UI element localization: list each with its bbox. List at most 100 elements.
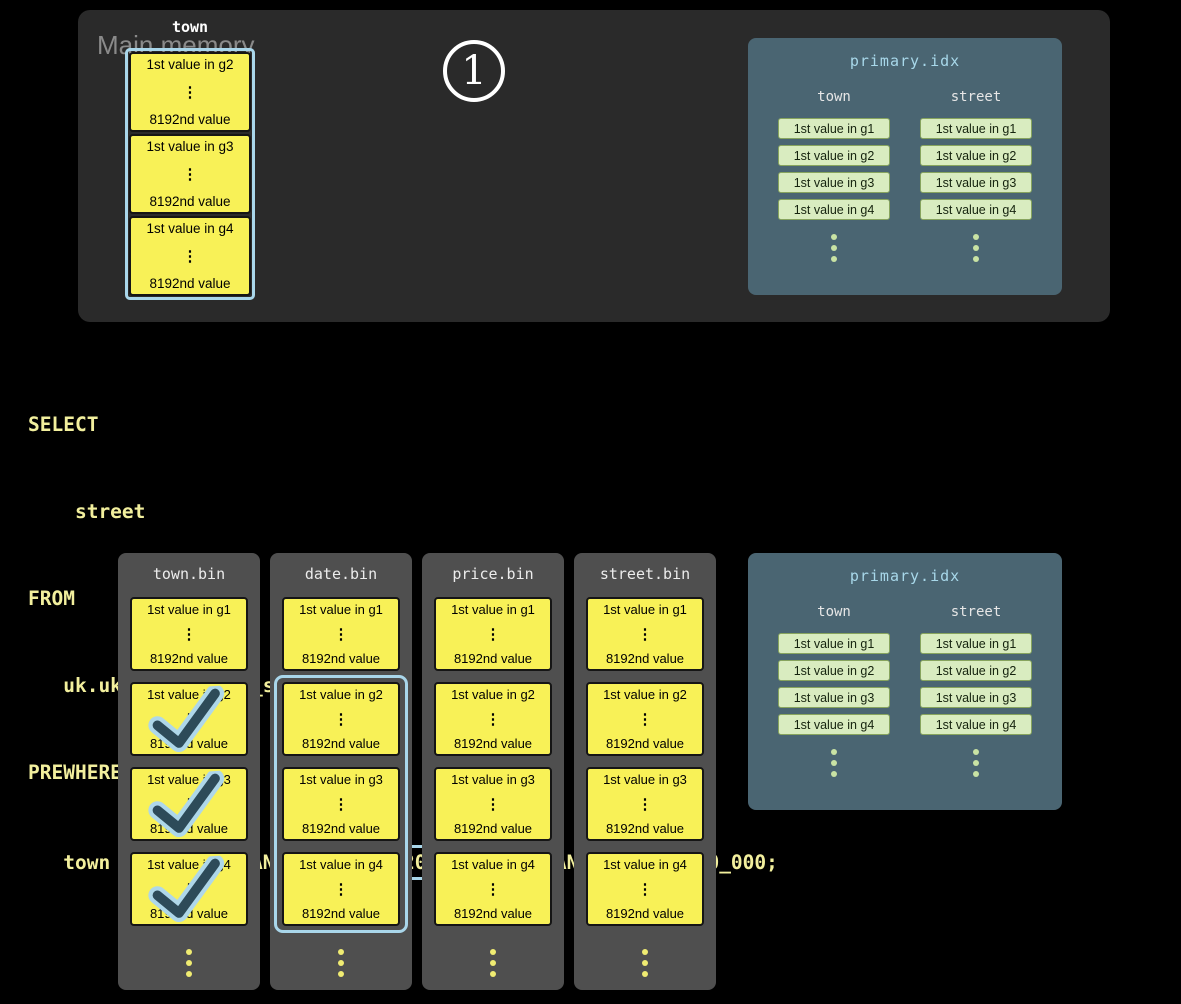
- granule-last-value: 8192nd value: [301, 651, 381, 666]
- index-cell: 1st value in g4: [778, 714, 890, 735]
- bin-street-header: street.bin: [599, 565, 691, 583]
- bin-price-header: price.bin: [452, 565, 534, 583]
- granule-g4: 1st value in g4 ⋮ 8192nd value: [586, 852, 704, 926]
- primary-idx-title: primary.idx: [849, 52, 961, 70]
- granule-first-value: 1st value in g4: [299, 857, 383, 872]
- granule-g3: 1st value in g3 ⋮ 8192nd value: [282, 767, 400, 841]
- index-cell: 1st value in g1: [778, 118, 890, 139]
- granule-last-value: 8192nd value: [453, 736, 533, 751]
- sql-line-select: SELECT: [28, 413, 99, 436]
- bin-date-granules: 1st value in g1 ⋮ 8192nd value 1st value…: [282, 597, 400, 926]
- step-1-badge: 1: [443, 40, 505, 102]
- granule-g3: 1st value in g3 ⋮ 8192nd value: [434, 767, 552, 841]
- granule-first-value: 1st value in g1: [603, 602, 687, 617]
- granule-first-value: 1st value in g3: [451, 772, 535, 787]
- granule-first-value: 1st value in g1: [451, 602, 535, 617]
- index-cell: 1st value in g1: [920, 633, 1032, 654]
- index-cell: 1st value in g4: [778, 199, 890, 220]
- check-icon: [148, 769, 225, 838]
- granule-g2: 1st value in g2 ⋮ 8192nd value: [586, 682, 704, 756]
- granule-g1: 1st value in g1 ⋮ 8192nd value: [586, 597, 704, 671]
- idx-town-column: town 1st value in g1 1st value in g2 1st…: [778, 604, 890, 777]
- idx-street-column: street 1st value in g1 1st value in g2 1…: [920, 89, 1032, 262]
- ellipsis-dots: [270, 949, 412, 977]
- vertical-ellipsis: ⋮: [637, 625, 653, 643]
- vertical-ellipsis: ⋮: [333, 795, 349, 813]
- vertical-ellipsis: ⋮: [181, 625, 197, 643]
- bin-town-granules: 1st value in g1 ⋮ 8192nd value 1st value…: [130, 597, 248, 926]
- granule-first-value: 1st value in g3: [146, 139, 234, 154]
- granule-first-value: 1st value in g3: [603, 772, 687, 787]
- granule-first-value: 1st value in g4: [603, 857, 687, 872]
- granule-last-value: 8192nd value: [149, 194, 231, 209]
- index-cell: 1st value in g2: [920, 145, 1032, 166]
- ellipsis-dots: [831, 234, 837, 262]
- granule-last-value: 8192nd value: [301, 906, 381, 921]
- idx-town-column: town 1st value in g1 1st value in g2 1st…: [778, 89, 890, 262]
- index-cell: 1st value in g2: [778, 145, 890, 166]
- vertical-ellipsis: ⋮: [485, 710, 501, 728]
- memory-granule-g3: 1st value in g3 ⋮ 8192nd value: [129, 134, 251, 214]
- granule-g3: 1st value in g3 ⋮ 8192nd value: [130, 767, 248, 841]
- vertical-ellipsis: ⋮: [333, 710, 349, 728]
- idx-street-column: street 1st value in g1 1st value in g2 1…: [920, 604, 1032, 777]
- vertical-ellipsis: ⋮: [333, 625, 349, 643]
- granule-g2: 1st value in g2 ⋮ 8192nd value: [130, 682, 248, 756]
- granule-last-value: 8192nd value: [149, 276, 231, 291]
- sql-line-from: FROM: [28, 587, 75, 610]
- bin-price-granules: 1st value in g1 ⋮ 8192nd value 1st value…: [434, 597, 552, 926]
- idx-street-header: street: [950, 604, 1002, 620]
- index-cell: 1st value in g3: [920, 172, 1032, 193]
- bin-panel-street: street.bin 1st value in g1 ⋮ 8192nd valu…: [574, 553, 716, 990]
- granule-last-value: 8192nd value: [605, 906, 685, 921]
- granule-g3: 1st value in g3 ⋮ 8192nd value: [586, 767, 704, 841]
- vertical-ellipsis: ⋮: [182, 83, 198, 101]
- granule-g4: 1st value in g4 ⋮ 8192nd value: [434, 852, 552, 926]
- vertical-ellipsis: ⋮: [485, 625, 501, 643]
- granule-last-value: 8192nd value: [149, 651, 229, 666]
- granule-last-value: 8192nd value: [149, 112, 231, 127]
- vertical-ellipsis: ⋮: [637, 710, 653, 728]
- granule-last-value: 8192nd value: [301, 736, 381, 751]
- bin-street-granules: 1st value in g1 ⋮ 8192nd value 1st value…: [586, 597, 704, 926]
- index-cell: 1st value in g3: [778, 687, 890, 708]
- index-cell: 1st value in g1: [778, 633, 890, 654]
- index-cell: 1st value in g2: [920, 660, 1032, 681]
- granule-last-value: 8192nd value: [605, 821, 685, 836]
- ellipsis-dots: [118, 949, 260, 977]
- index-cell: 1st value in g3: [920, 687, 1032, 708]
- memory-town-column: 1st value in g2 ⋮ 8192nd value 1st value…: [125, 48, 255, 300]
- idx-street-header: street: [950, 89, 1002, 105]
- index-cell: 1st value in g1: [920, 118, 1032, 139]
- check-icon: [148, 854, 225, 923]
- granule-first-value: 1st value in g2: [451, 687, 535, 702]
- granule-g2: 1st value in g2 ⋮ 8192nd value: [434, 682, 552, 756]
- granule-last-value: 8192nd value: [453, 906, 533, 921]
- vertical-ellipsis: ⋮: [485, 795, 501, 813]
- granule-g1: 1st value in g1 ⋮ 8192nd value: [282, 597, 400, 671]
- index-cell: 1st value in g2: [778, 660, 890, 681]
- memory-granule-g2: 1st value in g2 ⋮ 8192nd value: [129, 52, 251, 132]
- idx-town-header: town: [817, 604, 851, 620]
- primary-idx-title: primary.idx: [849, 567, 961, 585]
- granule-first-value: 1st value in g2: [299, 687, 383, 702]
- vertical-ellipsis: ⋮: [485, 880, 501, 898]
- ellipsis-dots: [574, 949, 716, 977]
- granule-last-value: 8192nd value: [453, 821, 533, 836]
- index-cell: 1st value in g4: [920, 199, 1032, 220]
- ellipsis-dots: [831, 749, 837, 777]
- granule-first-value: 1st value in g4: [146, 221, 234, 236]
- memory-column-header: town: [171, 18, 209, 36]
- check-icon: [148, 684, 225, 753]
- granule-g1: 1st value in g1 ⋮ 8192nd value: [434, 597, 552, 671]
- bin-panel-town: town.bin 1st value in g1 ⋮ 8192nd value …: [118, 553, 260, 990]
- bin-panel-price: price.bin 1st value in g1 ⋮ 8192nd value…: [422, 553, 564, 990]
- granule-g4: 1st value in g4 ⋮ 8192nd value: [130, 852, 248, 926]
- bin-panel-date: date.bin 1st value in g1 ⋮ 8192nd value …: [270, 553, 412, 990]
- granule-first-value: 1st value in g1: [147, 602, 231, 617]
- granule-last-value: 8192nd value: [605, 736, 685, 751]
- bin-town-header: town.bin: [152, 565, 226, 583]
- primary-idx-panel-top: primary.idx town 1st value in g1 1st val…: [748, 38, 1062, 295]
- sql-line-street: street: [28, 500, 146, 523]
